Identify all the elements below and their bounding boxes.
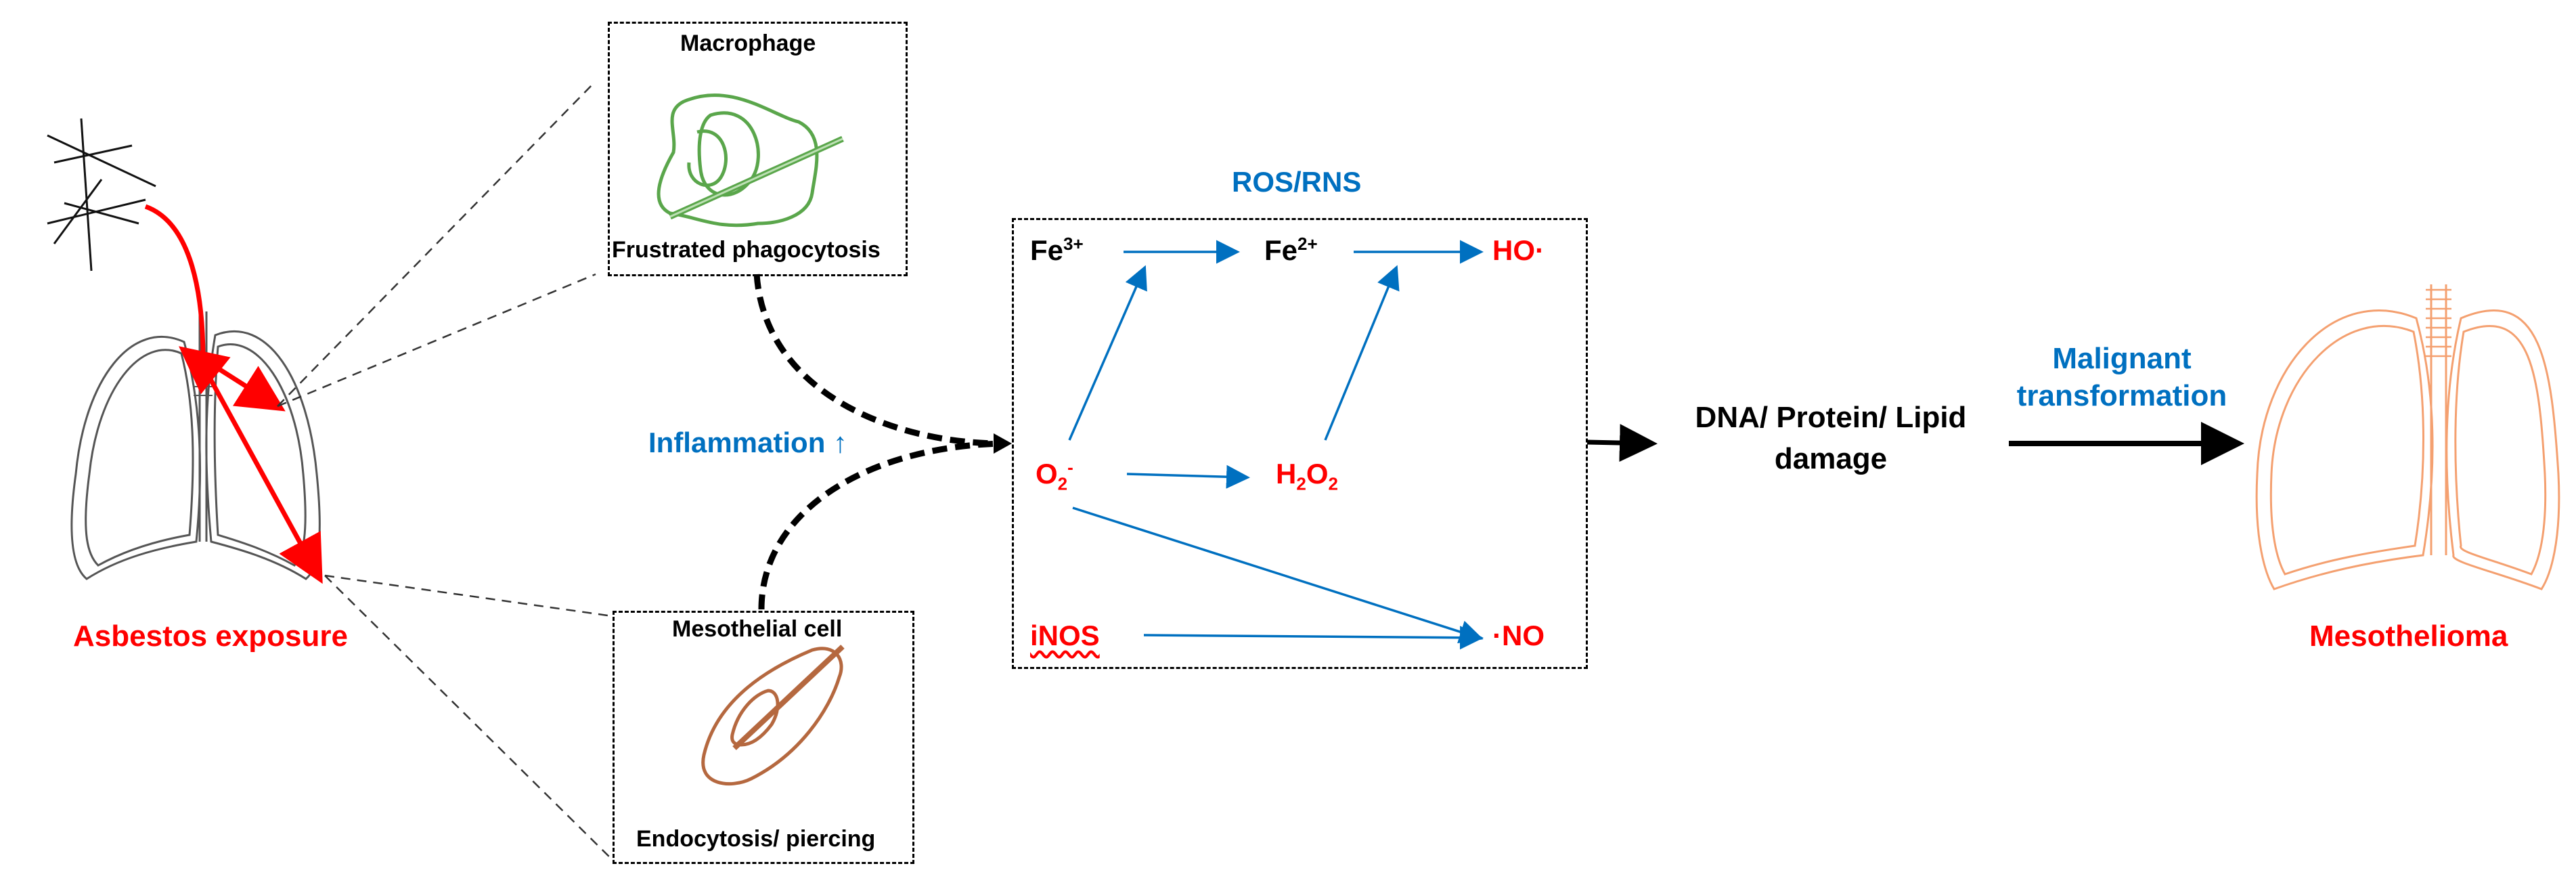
inflammation-text: Inflammation bbox=[648, 427, 826, 458]
fe3-species: Fe3+ bbox=[1030, 234, 1084, 266]
fe2-species: Fe2+ bbox=[1264, 234, 1318, 266]
mesothelioma-lung-icon bbox=[2255, 284, 2560, 590]
macrophage-box bbox=[608, 22, 908, 276]
mesothelial-cell-label: Mesothelial cell bbox=[672, 616, 843, 642]
damage-label: DNA/ Protein/ Lipid damage bbox=[1695, 401, 1967, 475]
macrophage-label: Macrophage bbox=[680, 30, 816, 56]
asbestos-fibers-icon bbox=[47, 118, 156, 272]
zoom-lines bbox=[277, 81, 613, 861]
ros-rns-label: ROS/RNS bbox=[1232, 166, 1362, 198]
hydroxyl-radical-species: HO· bbox=[1492, 234, 1545, 266]
damage-arrow bbox=[1586, 424, 1658, 462]
mesothelioma-label: Mesothelioma bbox=[2309, 620, 2508, 653]
nitric-oxide-species: ·NO bbox=[1492, 620, 1545, 651]
pathway-curves-arrowhead bbox=[994, 433, 1012, 454]
malignant-transformation-label: Malignant transformation bbox=[2016, 342, 2227, 412]
ros-rns-box bbox=[1012, 218, 1588, 669]
healthy-lung-icon bbox=[70, 311, 321, 580]
endocytosis-piercing-label: Endocytosis/ piercing bbox=[636, 826, 876, 852]
frustrated-phagocytosis-label: Frustrated phagocytosis bbox=[612, 237, 881, 263]
asbestos-exposure-label: Asbestos exposure bbox=[73, 620, 348, 653]
mesothelial-cell-icon bbox=[701, 645, 845, 786]
inflammation-up-arrow: ↑ bbox=[833, 427, 848, 458]
inflammation-label: Inflammation ↑ bbox=[648, 427, 847, 459]
inos-species: iNOS bbox=[1030, 620, 1100, 651]
reaction-arrows bbox=[1068, 240, 1484, 650]
superoxide-species: O2- bbox=[1036, 457, 1073, 494]
macrophage-cell-icon bbox=[657, 93, 844, 228]
pathway-curves bbox=[753, 274, 1002, 610]
mesothelial-cell-box bbox=[613, 611, 914, 864]
exposure-arrows bbox=[144, 204, 323, 584]
hydrogen-peroxide-species: H2O2 bbox=[1276, 458, 1338, 494]
